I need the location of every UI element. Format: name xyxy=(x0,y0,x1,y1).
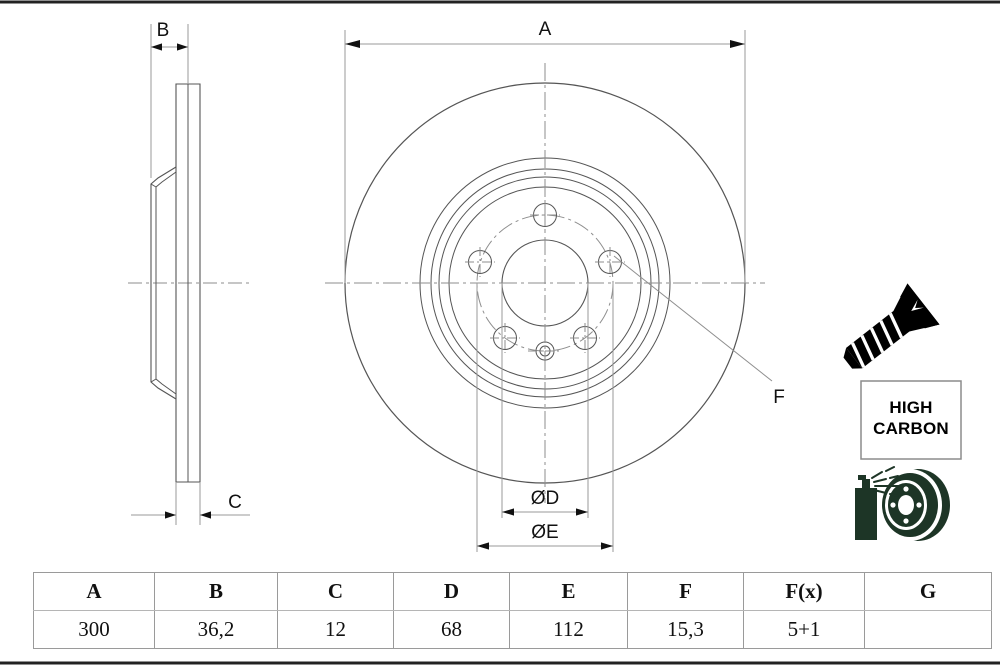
front-view: F A ØD ØE xyxy=(325,19,785,552)
b-arrow-right xyxy=(177,43,188,51)
dimension-label-a: A xyxy=(539,19,552,40)
d-arrow-right xyxy=(576,508,588,516)
f-leader-line xyxy=(613,255,773,382)
table-header-b: B xyxy=(154,572,278,611)
table-header-g: G xyxy=(864,572,992,611)
table-header-fx: F(x) xyxy=(743,572,865,611)
table-value-g xyxy=(864,610,992,649)
table-value-d: 68 xyxy=(393,610,510,649)
table-value-b: 36,2 xyxy=(154,610,278,649)
locating-pin-hole xyxy=(528,334,562,368)
countersunk-screw-icon xyxy=(843,283,940,369)
bolt-hole-upper-left xyxy=(465,247,495,277)
table-value-row: 300 36,2 12 68 112 15,3 5+1 xyxy=(33,610,992,649)
bolt-hole-lower-left xyxy=(490,323,520,353)
dimension-label-c: C xyxy=(228,492,242,513)
c-arrow-right xyxy=(200,511,211,519)
e-arrow-left xyxy=(477,542,489,550)
dimension-spec-table: A B C D E F F(x) G 300 36,2 12 68 112 15… xyxy=(33,572,992,649)
high-carbon-badge: HIGH CARBON xyxy=(860,380,962,460)
table-header-a: A xyxy=(33,572,155,611)
table-value-fx: 5+1 xyxy=(743,610,865,649)
side-view-hat-edge-lower xyxy=(150,378,157,383)
a-arrow-right xyxy=(730,40,745,48)
table-header-row: A B C D E F F(x) G xyxy=(33,572,992,611)
table-header-e: E xyxy=(509,572,628,611)
high-carbon-line2: CARBON xyxy=(873,419,949,438)
side-view-hat-inner-profile xyxy=(155,171,177,395)
table-value-e: 112 xyxy=(509,610,628,649)
table-value-c: 12 xyxy=(277,610,394,649)
spray-coating-disc-icon xyxy=(855,466,950,541)
dimension-label-b: B xyxy=(157,20,170,41)
b-arrow-left xyxy=(151,43,162,51)
side-view: B C xyxy=(128,20,250,525)
dimension-label-d: ØD xyxy=(531,488,560,509)
table-header-f: F xyxy=(627,572,744,611)
bolt-hole-lower-right xyxy=(570,323,600,353)
c-arrow-left xyxy=(165,511,176,519)
a-arrow-left xyxy=(345,40,360,48)
side-view-hat-profile xyxy=(150,166,177,400)
high-carbon-line1: HIGH xyxy=(889,398,932,417)
d-arrow-left xyxy=(502,508,514,516)
e-arrow-right xyxy=(601,542,613,550)
table-value-a: 300 xyxy=(33,610,155,649)
table-value-f: 15,3 xyxy=(627,610,744,649)
dimension-label-f: F xyxy=(773,387,785,408)
side-view-hat-edge-upper xyxy=(150,183,157,188)
table-header-c: C xyxy=(277,572,394,611)
table-header-d: D xyxy=(393,572,510,611)
dimension-label-e: ØE xyxy=(531,522,558,543)
bolt-hole-top xyxy=(530,200,560,230)
